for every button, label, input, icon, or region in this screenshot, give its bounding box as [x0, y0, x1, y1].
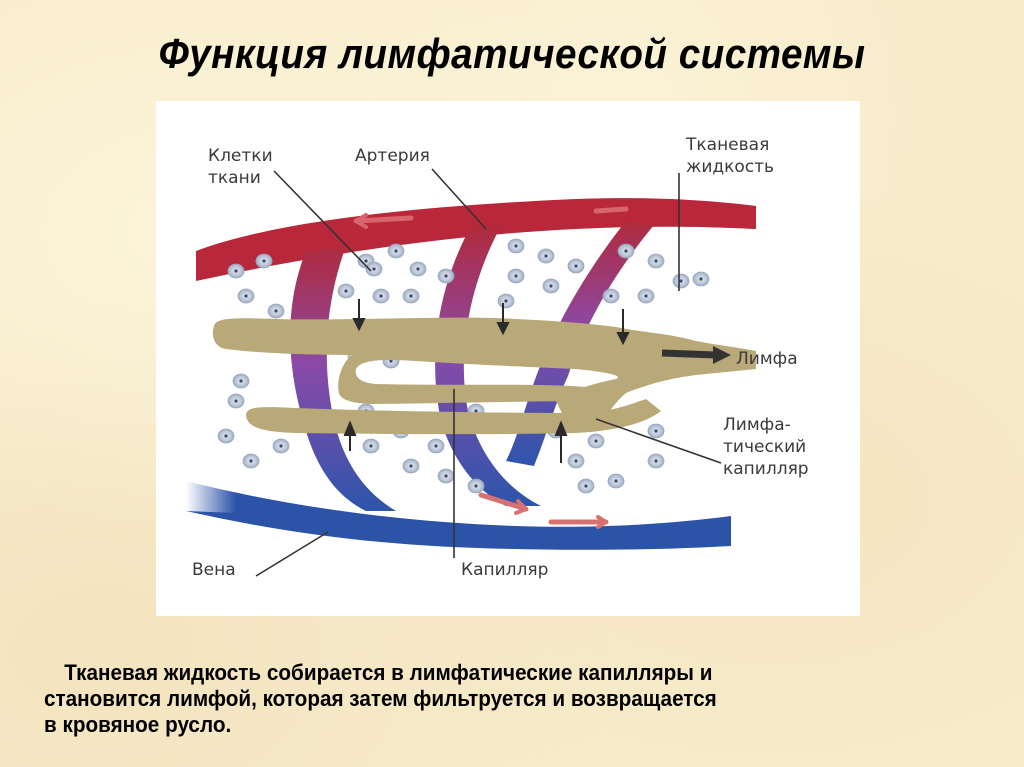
label-artery: Артерия	[355, 146, 430, 166]
leader-lines	[255, 168, 722, 577]
label-tissue-cells: Клетки ткани	[208, 146, 273, 188]
lymph-flow-arrow	[661, 346, 731, 364]
label-capillary: Капилляр	[461, 560, 549, 580]
label-tissue-fluid: Тканевая жидкость	[686, 135, 775, 177]
diagram-artwork	[186, 168, 756, 577]
artery-vessel	[196, 198, 756, 281]
slide-caption: Тканевая жидкость собирается в лимфатиче…	[44, 660, 909, 738]
label-vein: Вена	[192, 560, 236, 580]
blood-flow-arrows	[353, 206, 629, 529]
label-lymphatic-capillary: Лимфа- тический капилляр	[723, 415, 809, 479]
caption-line-1: Тканевая жидкость собирается в лимфатиче…	[64, 660, 713, 685]
caption-line-3: в кровяное русло.	[44, 712, 232, 737]
fluid-entry-arrows	[343, 299, 630, 463]
vein-vessel	[186, 481, 731, 550]
label-lymph: Лимфа	[736, 349, 798, 369]
lymphatic-system-diagram: Клетки ткани Артерия Тканевая жидкость Л…	[156, 101, 860, 616]
slide-title: Функция лимфатической системы	[158, 30, 866, 77]
caption-line-2: становится лимфой, которая затем фильтру…	[44, 686, 717, 711]
